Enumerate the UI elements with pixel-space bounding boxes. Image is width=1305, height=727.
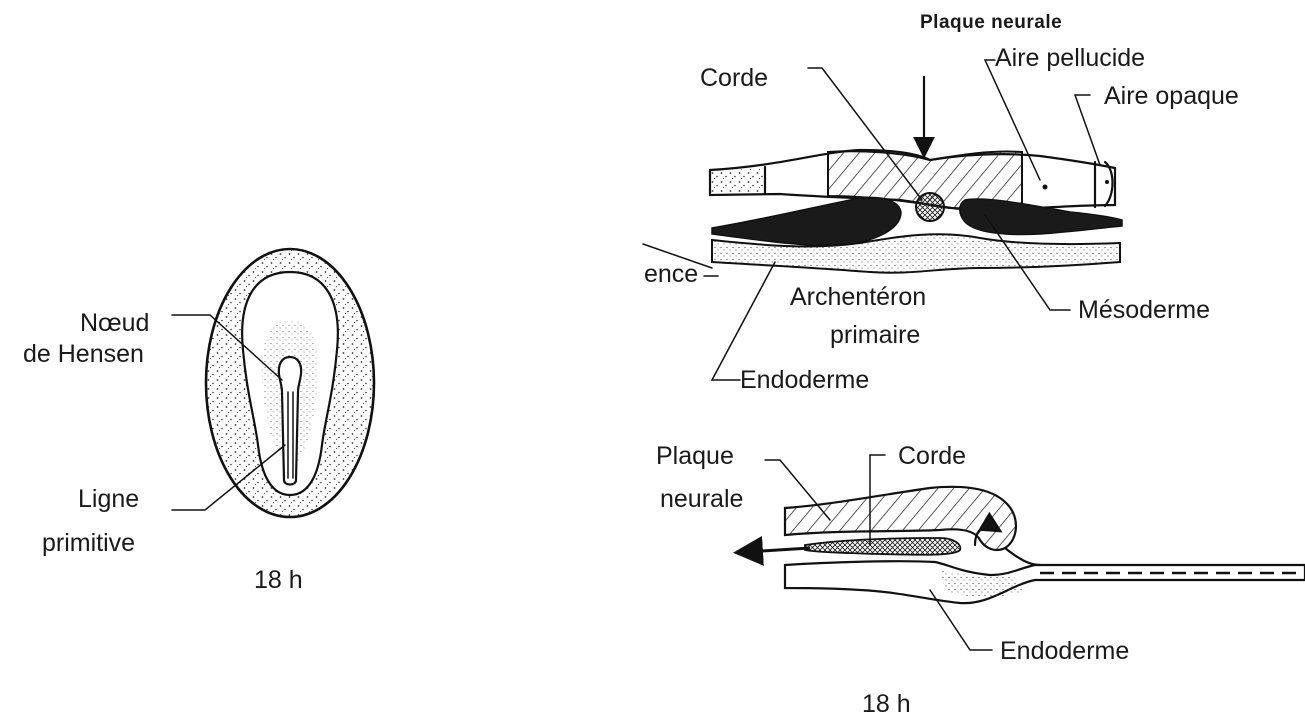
sagittal-endoderm: [785, 561, 1305, 603]
sagittal-node-loop: [1005, 548, 1040, 565]
label-aire-opaque: Aire opaque: [1104, 82, 1239, 110]
direction-arrow: [745, 548, 810, 552]
label-mesoderme: Mésoderme: [1078, 296, 1210, 324]
label-noeud-line2: de Hensen: [23, 340, 144, 368]
leader-endoderme-top: [712, 262, 775, 380]
label-endoderme-top: Endoderme: [740, 366, 869, 394]
caption-left: 18 h: [254, 566, 303, 594]
label-noeud-line1: Nœud: [80, 309, 149, 337]
label-ligne-line1: Ligne: [78, 485, 139, 513]
label-ligne-line2: primitive: [42, 529, 135, 557]
cell-dot-1: [1043, 185, 1048, 190]
ectoderm-left-stipple: [710, 168, 765, 195]
label-aire-pellucide: Aire pellucide: [995, 44, 1145, 72]
label-plaque-neurale-top: Plaque neurale: [920, 12, 1062, 33]
caption-right: 18 h: [862, 690, 911, 718]
label-plaque-lower-line1: Plaque: [656, 442, 734, 470]
sagittal-notochord: [805, 538, 960, 555]
label-corde-lower: Corde: [898, 442, 966, 470]
label-plaque-lower-line2: neurale: [660, 485, 743, 513]
label-archenteron-line2: primaire: [830, 321, 920, 349]
label-ence: ence: [644, 260, 698, 288]
label-endoderme-lower: Endoderme: [1000, 637, 1129, 665]
leader-aire-opaque: [1075, 95, 1100, 165]
cell-dot-2: [1105, 180, 1109, 184]
transverse-section: Plaque neurale Aire pellucide Aire opaqu…: [643, 12, 1239, 394]
label-corde-top: Corde: [700, 64, 768, 92]
mesoderm-left: [712, 197, 901, 245]
sagittal-section: Plaque neurale Corde Endoderme 18 h: [656, 442, 1305, 718]
label-archenteron-line1: Archentéron: [790, 283, 926, 311]
blastoderm-surface-view: Nœud de Hensen Ligne primitive 18 h: [23, 249, 374, 594]
